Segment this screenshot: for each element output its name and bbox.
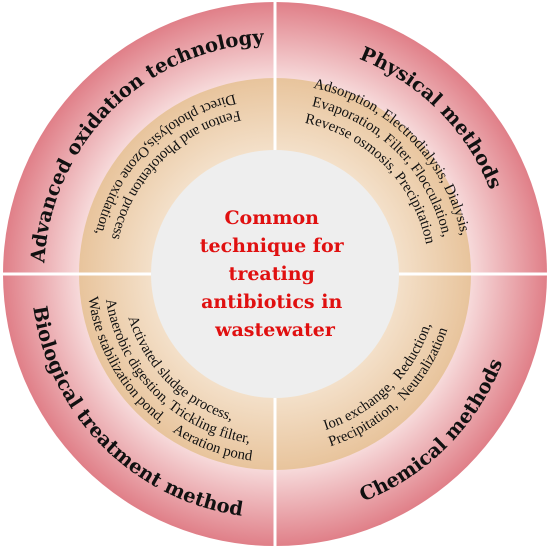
center-title: Common technique for treating antibiotic… bbox=[200, 207, 351, 341]
center-circle bbox=[151, 150, 399, 398]
center-line-3: treating bbox=[229, 263, 315, 285]
center-line-2: technique for bbox=[200, 235, 345, 257]
center-line-5: wastewater bbox=[214, 319, 336, 341]
center-line-1: Common bbox=[224, 207, 319, 229]
center-line-4: antibiotics in bbox=[201, 291, 342, 313]
